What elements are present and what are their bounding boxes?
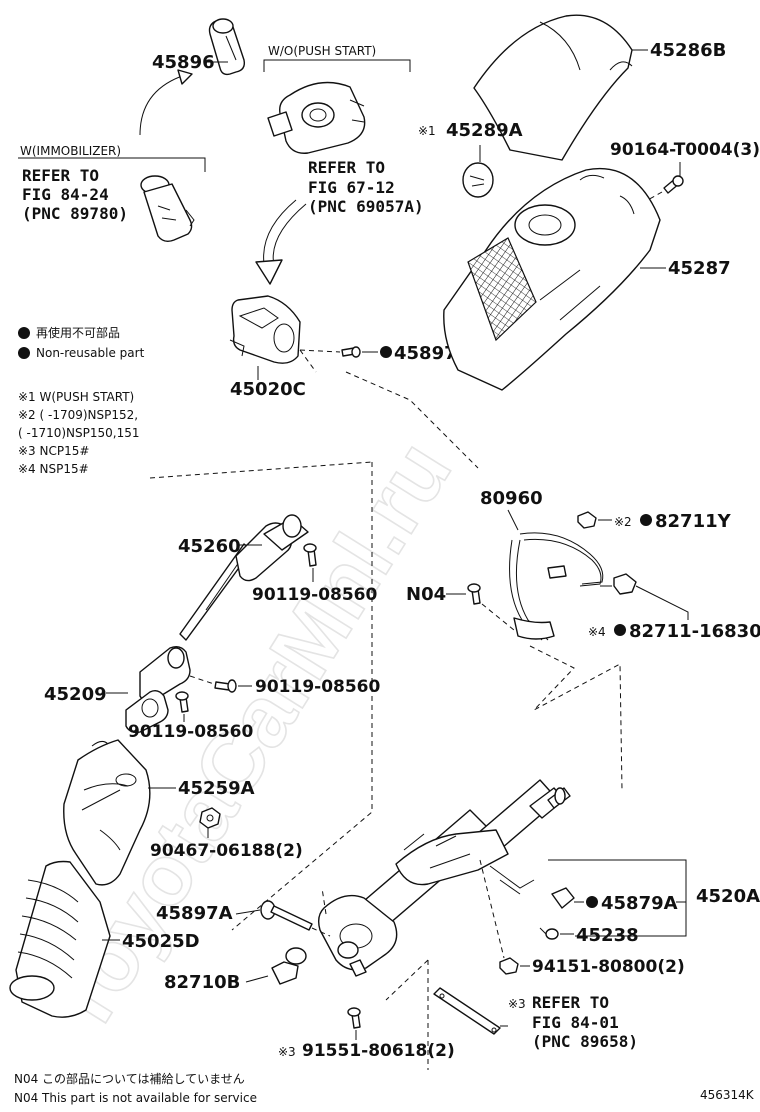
part-45209-drawing bbox=[125, 645, 191, 734]
label-45286b: 45286B bbox=[650, 40, 726, 61]
non-reusable-dot-82711y bbox=[640, 514, 652, 526]
screw-45897-drawing bbox=[341, 346, 361, 358]
label-45897: 45897 bbox=[394, 343, 457, 364]
refer-84-24-line1: REFER TO bbox=[22, 166, 99, 185]
label-90119-a: 90119-08560 bbox=[252, 585, 378, 605]
refer-84-24-line3: (PNC 89780) bbox=[22, 204, 128, 223]
label-90119-b: 90119-08560 bbox=[255, 677, 381, 697]
footnote-jp: N04 この部品については補給していません bbox=[14, 1071, 245, 1086]
part-45287-drawing bbox=[443, 167, 661, 391]
note-1: ※1 W(PUSH START) bbox=[18, 390, 134, 404]
refer-84-01-line1: REFER TO bbox=[532, 993, 609, 1012]
mark-82711-16830: ※4 bbox=[588, 625, 606, 639]
figure-code: 456314K bbox=[700, 1088, 755, 1102]
column-4520a-drawing bbox=[317, 779, 571, 977]
bolt-45897a-drawing bbox=[260, 900, 313, 931]
part-45879a-drawing bbox=[551, 887, 575, 909]
refer-67-12-line3: (PNC 69057A) bbox=[308, 197, 424, 216]
non-reusable-dot-45897 bbox=[380, 346, 392, 358]
part-45025d-drawing bbox=[9, 860, 111, 1018]
bolt-90119-a-drawing bbox=[303, 543, 317, 567]
label-45260: 45260 bbox=[178, 536, 241, 557]
note-3: ※3 NCP15# bbox=[18, 444, 89, 458]
refer-84-01-line2: FIG 84-01 bbox=[532, 1013, 619, 1032]
label-80960: 80960 bbox=[480, 488, 543, 509]
label-45879a: 45879A bbox=[601, 893, 678, 914]
label-45020c: 45020C bbox=[230, 379, 306, 400]
part-45896-drawing bbox=[208, 18, 246, 76]
mark-refer-84-01: ※3 bbox=[508, 997, 526, 1011]
note-2a: ※2 ( -1709)NSP152, bbox=[18, 408, 138, 422]
part-45238-drawing bbox=[539, 927, 559, 940]
label-82710b: 82710B bbox=[164, 972, 240, 993]
label-45209: 45209 bbox=[44, 684, 107, 705]
arrow-up-icon bbox=[139, 69, 193, 136]
label-82711-16830: 82711-16830 bbox=[629, 621, 760, 642]
label-45896: 45896 bbox=[152, 52, 215, 73]
label-45897a: 45897A bbox=[156, 903, 233, 924]
mark-91551: ※3 bbox=[278, 1045, 296, 1059]
nut-90467-drawing bbox=[199, 807, 221, 829]
label-wo-push-start: W/O(PUSH START) bbox=[268, 44, 376, 58]
legend-dot-en bbox=[18, 347, 30, 359]
harness-80960-drawing bbox=[509, 532, 612, 641]
note-4: ※4 NSP15# bbox=[18, 462, 89, 476]
label-45287: 45287 bbox=[668, 258, 731, 279]
label-w-immobilizer: W(IMMOBILIZER) bbox=[20, 144, 121, 158]
mark-45289a: ※1 bbox=[418, 124, 436, 138]
bolt-90119-c-drawing bbox=[175, 691, 189, 713]
clamp-82711-16830-drawing bbox=[613, 573, 637, 595]
label-4520a: 4520A bbox=[696, 886, 760, 907]
bolt-n04-drawing bbox=[467, 583, 481, 605]
label-90164: 90164-T0004(3) bbox=[610, 140, 760, 160]
label-94151: 94151-80800(2) bbox=[532, 957, 685, 977]
bracket-84-01-drawing bbox=[433, 987, 501, 1035]
label-82711y: 82711Y bbox=[655, 511, 732, 532]
part-45289a-drawing bbox=[462, 162, 494, 198]
clamp-82711y-drawing bbox=[577, 511, 597, 529]
legend-en-text: Non-reusable part bbox=[36, 346, 145, 360]
part-45260-drawing bbox=[179, 514, 309, 641]
legend-jp-text: 再使用不可部品 bbox=[36, 325, 120, 340]
part-82710b-drawing bbox=[271, 947, 307, 985]
non-reusable-dot-82711-16830 bbox=[614, 624, 626, 636]
label-45259a: 45259A bbox=[178, 778, 255, 799]
label-n04: N04 bbox=[406, 584, 446, 605]
label-45238: 45238 bbox=[576, 925, 639, 946]
ignition-switch-drawing bbox=[267, 81, 366, 154]
refer-84-01-line3: (PNC 89658) bbox=[532, 1032, 638, 1051]
screw-90164-drawing bbox=[663, 175, 684, 194]
refer-84-24-line2: FIG 84-24 bbox=[22, 185, 109, 204]
bolt-90119-b-drawing bbox=[214, 679, 237, 693]
footnote-en: N04 This part is not available for servi… bbox=[14, 1091, 257, 1105]
bolt-91551-drawing bbox=[347, 1007, 361, 1029]
legend-dot-jp bbox=[18, 327, 30, 339]
nut-94151-drawing bbox=[499, 957, 519, 975]
part-45020c-drawing bbox=[229, 295, 301, 364]
note-2b: ( -1710)NSP150,151 bbox=[18, 426, 140, 440]
label-45025d: 45025D bbox=[122, 931, 200, 952]
refer-67-12-line1: REFER TO bbox=[308, 158, 385, 177]
immobilizer-amplifier-drawing bbox=[140, 175, 195, 243]
label-90119-c: 90119-08560 bbox=[128, 722, 254, 742]
non-reusable-dot-45879a bbox=[586, 896, 598, 908]
refer-67-12-line2: FIG 67-12 bbox=[308, 178, 395, 197]
label-90467: 90467-06188(2) bbox=[150, 841, 303, 861]
mark-82711y: ※2 bbox=[614, 515, 632, 529]
arrow-down-icon bbox=[255, 199, 307, 285]
part-45259a-drawing bbox=[63, 739, 151, 886]
label-45289a: 45289A bbox=[446, 120, 523, 141]
label-91551: 91551-80618(2) bbox=[302, 1041, 455, 1061]
